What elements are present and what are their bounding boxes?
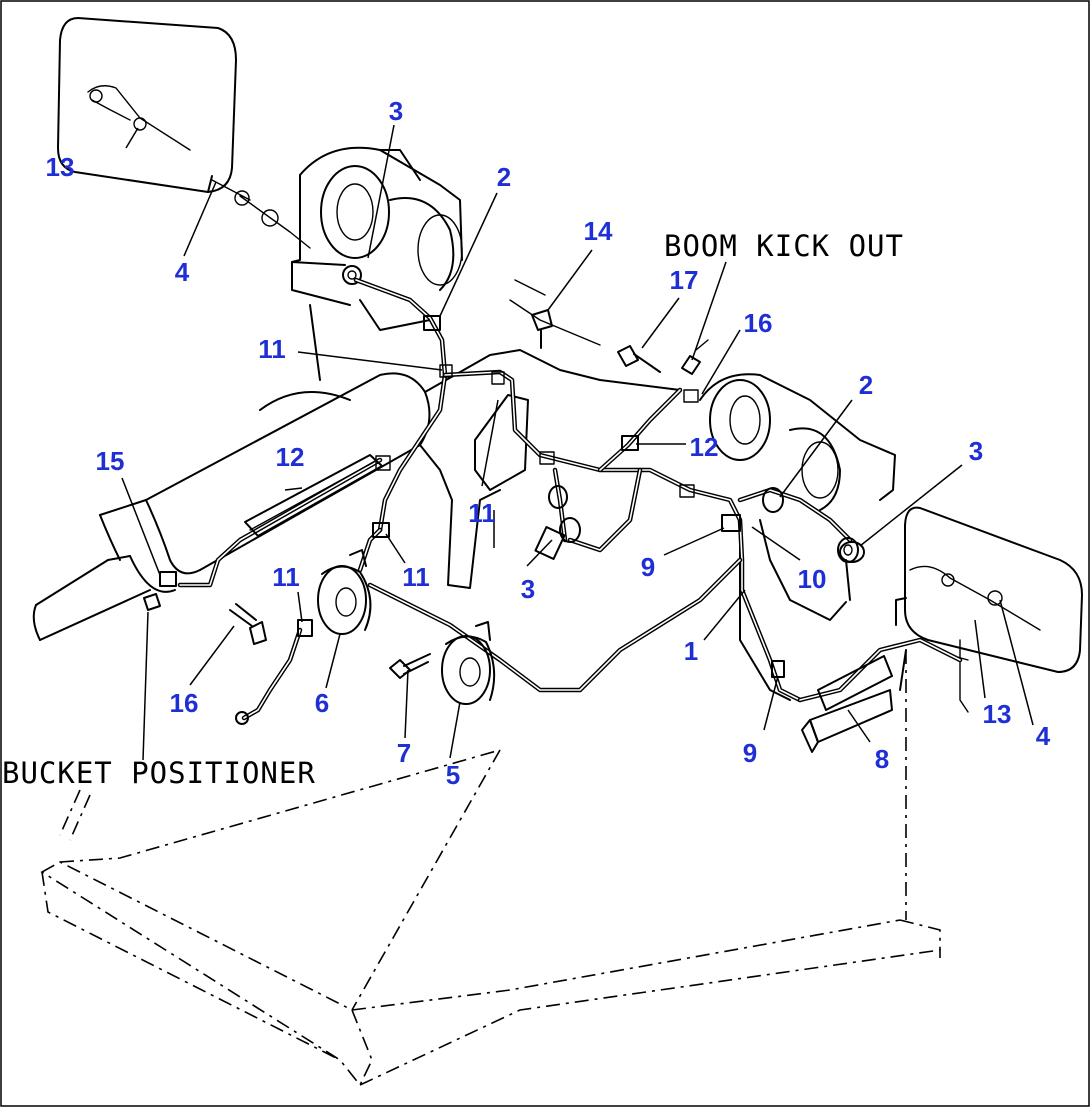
- callout-16-left: 16: [170, 688, 199, 718]
- relay-8: [817, 655, 893, 711]
- callout-3-top: 3: [389, 96, 403, 126]
- callout-15: 15: [96, 446, 125, 476]
- callout-numbers: 13 4 3 2 11 14 17 16 2 3 12 15 12 11 3 9…: [46, 96, 1051, 790]
- switch-15: [143, 571, 177, 611]
- left-work-lamp: [57, 17, 311, 249]
- callout-11-top: 11: [258, 334, 286, 364]
- callout-2-right: 2: [859, 370, 873, 400]
- wiring-harness: [177, 277, 963, 721]
- callout-7: 7: [397, 738, 411, 768]
- boom-switch-bracket: [244, 454, 383, 537]
- horn-5: [441, 621, 496, 705]
- right-frame-mount: [801, 649, 907, 753]
- callout-9-top: 9: [641, 552, 655, 582]
- callout-17: 17: [670, 265, 699, 295]
- horn-6: [317, 549, 372, 635]
- boom-kick-out-label: BOOM KICK OUT: [664, 229, 904, 263]
- front-axle-tube: [32, 349, 681, 641]
- callout-5: 5: [446, 760, 460, 790]
- left-boom-boss: [291, 146, 463, 381]
- bolt-17: [617, 345, 661, 373]
- callout-11-right: 11: [402, 562, 430, 592]
- bolt-7: [389, 653, 431, 679]
- bucket-positioner-label: BUCKET POSITIONER: [2, 756, 316, 790]
- callout-13-right: 13: [983, 699, 1012, 729]
- callout-9-bottom: 9: [743, 738, 757, 768]
- callout-12-right: 12: [690, 432, 719, 462]
- callout-4-left: 4: [175, 257, 190, 287]
- callout-2-left: 2: [497, 162, 511, 192]
- bolt-14: [531, 309, 553, 349]
- loader-frame-outline: [40, 650, 941, 1087]
- bolt-16-left: [229, 603, 267, 645]
- callout-10: 10: [798, 564, 827, 594]
- clamps-and-connectors: [297, 315, 859, 678]
- grommet-3: [839, 541, 865, 563]
- switch-16-right: [681, 339, 709, 403]
- callout-6: 6: [315, 688, 329, 718]
- callout-16-right: 16: [744, 308, 773, 338]
- callout-1: 1: [684, 636, 698, 666]
- callout-3-right: 3: [969, 436, 983, 466]
- center-bracket: [474, 279, 601, 491]
- callout-13-left: 13: [46, 152, 75, 182]
- callout-12-left: 12: [276, 442, 305, 472]
- callout-8: 8: [875, 744, 889, 774]
- right-boom-boss: [699, 373, 896, 701]
- callout-11-left: 11: [272, 562, 300, 592]
- callout-14: 14: [584, 216, 613, 246]
- harness-end-11: [235, 711, 249, 725]
- right-work-lamp: [895, 506, 1083, 713]
- callout-4-right: 4: [1036, 721, 1051, 751]
- callout-11-center: 11: [468, 498, 496, 528]
- leader-lines: [121, 124, 1034, 761]
- callout-3-center: 3: [521, 574, 535, 604]
